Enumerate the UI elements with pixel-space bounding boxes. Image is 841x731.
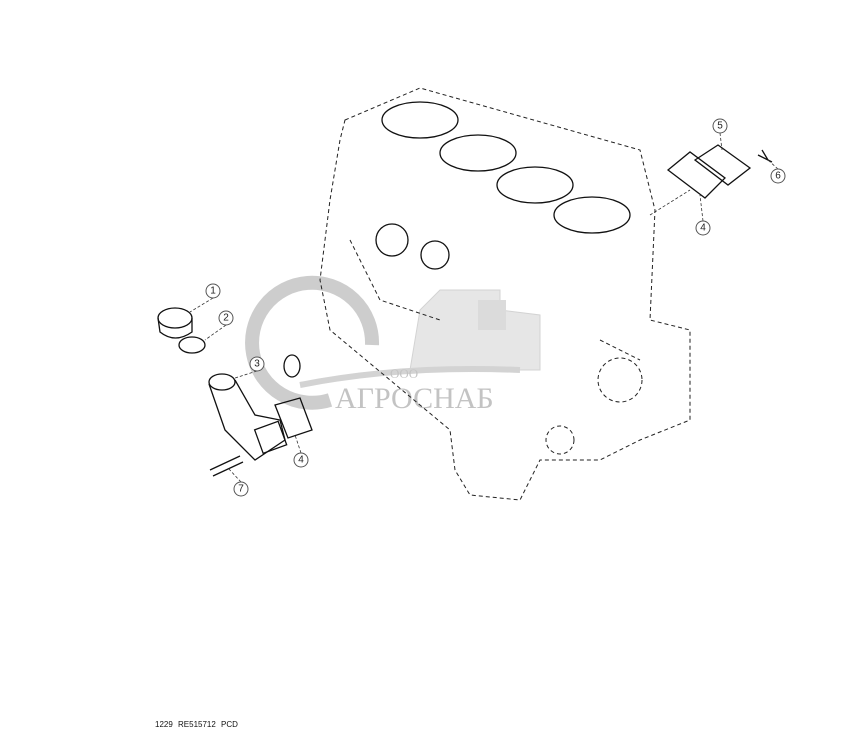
watermark-prefix: ООО — [390, 366, 418, 381]
svg-text:2: 2 — [223, 313, 229, 324]
callout-7[interactable]: 7 — [233, 481, 249, 497]
svg-text:1: 1 — [210, 286, 216, 297]
callout-6[interactable]: 6 — [770, 168, 786, 184]
callout-1[interactable]: 1 — [205, 283, 221, 299]
bolt-part — [209, 455, 244, 477]
svg-text:5: 5 — [717, 121, 723, 132]
callout-5[interactable]: 5 — [712, 118, 728, 134]
callout-2[interactable]: 2 — [218, 310, 234, 326]
bolt-part — [757, 149, 773, 163]
engine-block — [319, 87, 691, 501]
svg-text:4: 4 — [700, 223, 706, 234]
o-ring-part — [283, 354, 301, 378]
callouts: 1 2 3 4 7 5 6 4 — [189, 118, 786, 497]
watermark-logo: ООО АГРОСНАБ — [245, 275, 541, 415]
callout-4-left[interactable]: 4 — [293, 452, 309, 468]
gasket-part — [274, 397, 313, 439]
callout-4-right[interactable]: 4 — [695, 220, 711, 236]
filler-tube-part — [208, 373, 288, 461]
cover-plate-part — [693, 144, 752, 186]
svg-text:3: 3 — [254, 359, 260, 370]
svg-text:7: 7 — [238, 484, 244, 495]
figure-id-footer: 1229 RE515712 PCD — [155, 720, 238, 729]
watermark-name: АГРОСНАБ — [335, 382, 494, 415]
svg-text:4: 4 — [298, 455, 304, 466]
cap-part — [157, 307, 193, 339]
svg-text:6: 6 — [775, 171, 781, 182]
gasket-part — [666, 151, 726, 199]
o-ring-part — [178, 336, 206, 354]
callout-3[interactable]: 3 — [249, 356, 265, 372]
